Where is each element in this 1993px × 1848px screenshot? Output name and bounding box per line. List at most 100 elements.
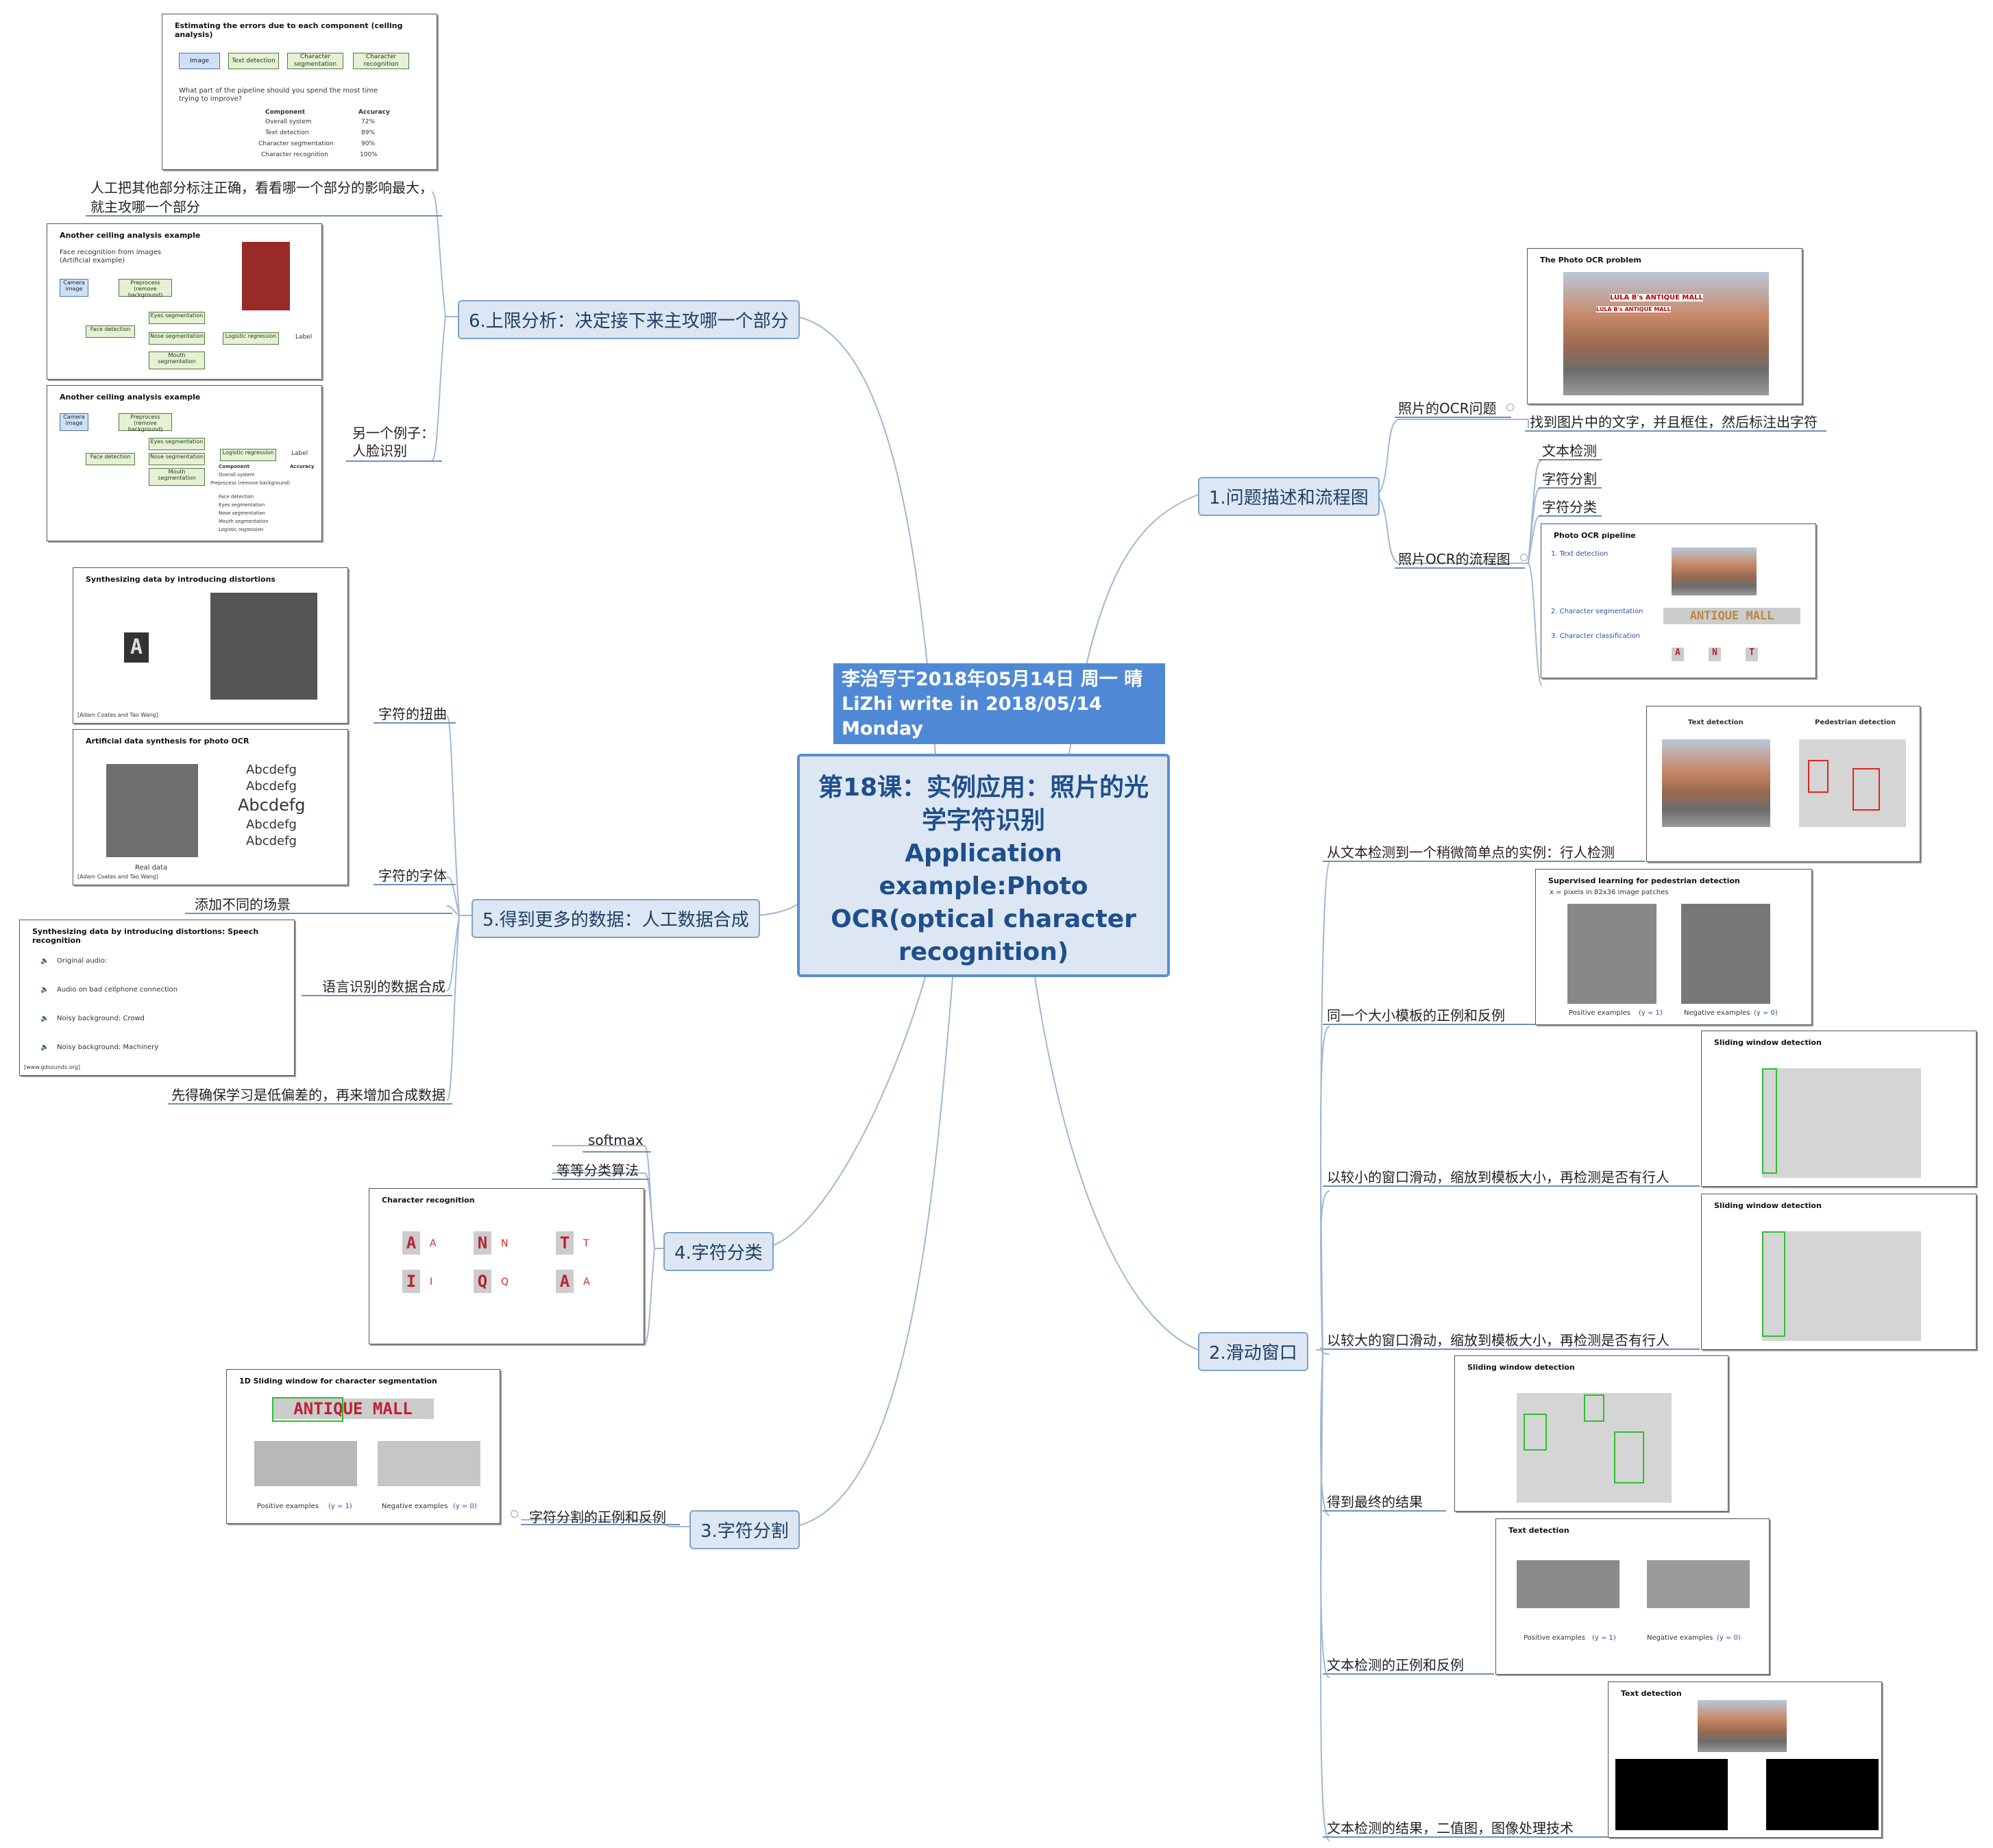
slide-question-1: What part of the pipeline should you spe…: [179, 87, 378, 95]
table-cell: Character recognition: [261, 151, 328, 158]
slide-font-synthesis: Artificial data synthesis for photo OCR …: [73, 729, 348, 885]
face-example-2[interactable]: 人脸识别: [352, 443, 407, 459]
seg-examples[interactable]: 字符分割的正例和反例: [529, 1509, 666, 1525]
collapse-dot[interactable]: [511, 1510, 518, 1518]
pipeline-box: Text detection: [228, 53, 279, 69]
synth-distortion[interactable]: 字符的扭曲: [378, 706, 447, 722]
positive-patches: [1567, 904, 1656, 1004]
topic-artificial-data[interactable]: 5.得到更多的数据：人工数据合成: [472, 899, 760, 938]
table-cell: Text detection: [265, 130, 309, 136]
slide-1d-sliding: 1D Sliding window for character segmenta…: [226, 1369, 500, 1524]
table-col-component: Component: [219, 464, 250, 469]
slide-speech-synthesis: Synthesizing data by introducing distort…: [19, 920, 295, 1076]
ceiling-note-2[interactable]: 就主攻哪一个部分: [90, 199, 200, 215]
slide-sliding-small: Sliding window detection: [1701, 1031, 1977, 1187]
slide-title: Sliding window detection: [1467, 1363, 1575, 1372]
face-example-1[interactable]: 另一个例子：: [352, 425, 435, 441]
step-char-segmentation[interactable]: 字符分割: [1542, 471, 1597, 487]
synth-speech[interactable]: 语言识别的数据合成: [322, 978, 445, 995]
subtopic-pipeline[interactable]: 照片OCR的流程图: [1398, 551, 1511, 567]
slide-credit: [Adam Coates and Tao Wang]: [77, 712, 158, 718]
sw-large-window[interactable]: 以较大的窗口滑动，缩放到模板大小，再检测是否有行人: [1327, 1332, 1670, 1348]
central-topic[interactable]: 第18课：实例应用：照片的光 学字符识别 Application example…: [797, 754, 1170, 977]
slide-subtitle: x = pixels in 82x36 image patches: [1550, 889, 1669, 896]
slide-title-right: Pedestrian detection: [1815, 719, 1896, 726]
window-column: [1762, 1231, 1785, 1337]
table-cell: Nose segmentation: [219, 510, 266, 516]
char-patch: T: [556, 1231, 574, 1255]
face-node: Nose segmentation: [149, 453, 205, 465]
collapse-dot[interactable]: [1520, 554, 1528, 561]
pos-y: (y = 1): [328, 1503, 352, 1510]
table-cell: 89%: [361, 130, 376, 136]
speaker-icon[interactable]: 🔈: [40, 1044, 49, 1051]
char-label: Q: [501, 1277, 509, 1288]
char-label: N: [501, 1238, 509, 1249]
table-cell: Character segmentation: [258, 140, 334, 147]
font-sample: Abcdefg: [246, 817, 297, 832]
plaza-photo: [1762, 1231, 1921, 1341]
speaker-icon[interactable]: 🔈: [40, 957, 49, 965]
slide-title: Text detection: [1508, 1526, 1569, 1535]
note-find-text[interactable]: 找到图片中的文字，并且框住，然后标注出字符: [1530, 414, 1818, 430]
speaker-icon[interactable]: 🔈: [40, 986, 49, 994]
slide-char-recognition: Character recognition A A N N T T I I Q …: [369, 1188, 644, 1344]
ceiling-note-1[interactable]: 人工把其他部分标注正确，看看哪一个部分的影响最大，: [90, 180, 433, 196]
slide-sliding-large: Sliding window detection: [1701, 1194, 1977, 1350]
char-label: A: [430, 1238, 437, 1249]
sw-ped-intro[interactable]: 从文本检测到一个稍微简单点的实例：行人检测: [1327, 844, 1615, 861]
sw-text-examples[interactable]: 文本检测的正例和反例: [1327, 1657, 1464, 1673]
pos-y: (y = 1): [1592, 1634, 1616, 1642]
pipeline-step-2: 2. Character segmentation: [1551, 608, 1643, 615]
font-sample: Abcdefg: [238, 796, 306, 815]
negative-seg-patches: [378, 1441, 480, 1486]
slide-subtitle-2: (Artificial example): [60, 257, 125, 264]
topic-char-classification[interactable]: 4.字符分类: [663, 1232, 774, 1271]
pipeline-box: Character segmentation: [287, 53, 343, 69]
sw-small-window[interactable]: 以较小的窗口滑动，缩放到模板大小，再检测是否有行人: [1327, 1169, 1670, 1185]
table-cell: Overall system: [265, 119, 312, 125]
sign-text-2: LULA B's ANTIQUE MALL: [1596, 306, 1671, 312]
step-text-detection[interactable]: 文本检测: [1542, 443, 1597, 459]
slide-title: Estimating the errors due to each compon…: [175, 21, 403, 39]
face-node: Eyes segmentation: [149, 438, 205, 450]
subtopic-photo-ocr-problem[interactable]: 照片的OCR问题: [1398, 400, 1497, 417]
note-line-2: LiZhi write in 2018/05/14 Monday: [842, 693, 1102, 739]
note-line-1: 李治写于2018年05月14日 周一 晴: [842, 669, 1143, 690]
pipeline-step-1: 1. Text detection: [1551, 550, 1609, 558]
topic-problem-pipeline[interactable]: 1.问题描述和流程图: [1198, 477, 1380, 516]
slide-title: Synthesizing data by introducing distort…: [32, 927, 259, 945]
collapse-dot[interactable]: [1506, 404, 1514, 411]
sign-text-1: LULA B's ANTIQUE MALL: [1610, 294, 1703, 301]
author-note: 李治写于2018年05月14日 周一 晴 LiZhi write in 2018…: [833, 663, 1165, 764]
cls-other[interactable]: 等等分类算法: [557, 1162, 639, 1179]
char-patch: A: [556, 1270, 574, 1293]
pipeline-box: Image: [179, 53, 220, 69]
pos-y: (y = 1): [1639, 1009, 1663, 1017]
step-char-classification[interactable]: 字符分类: [1542, 499, 1597, 515]
sw-template-examples[interactable]: 同一个大小模板的正例和反例: [1327, 1007, 1505, 1024]
char-label: I: [430, 1277, 433, 1288]
synth-low-bias[interactable]: 先得确保学习是低偏差的，再来增加合成数据: [171, 1087, 445, 1103]
face-node: Camera image: [60, 413, 88, 431]
speaker-icon[interactable]: 🔈: [40, 1015, 49, 1022]
topic-sliding-window[interactable]: 2.滑动窗口: [1198, 1332, 1308, 1371]
positive-seg-patches: [254, 1441, 357, 1486]
detection-box: [1614, 1431, 1644, 1483]
synth-fonts[interactable]: 字符的字体: [378, 867, 447, 884]
binary-map-1: [1615, 1759, 1728, 1830]
face-node: Label: [295, 334, 313, 341]
cls-softmax[interactable]: softmax: [588, 1132, 644, 1148]
sw-text-result[interactable]: 文本检测的结果，二值图，图像处理技术: [1327, 1820, 1574, 1836]
central-title-en-3: OCR(optical character: [831, 905, 1136, 933]
topic-ceiling-analysis[interactable]: 6.上限分析：决定接下来主攻哪一个部分: [458, 300, 800, 339]
pipeline-cls-t: T: [1746, 648, 1758, 661]
slide-text-detection-examples: Text detection Positive examples (y = 1)…: [1495, 1518, 1770, 1675]
face-node: Logistic regression: [223, 332, 279, 345]
topic-char-segmentation[interactable]: 3.字符分割: [689, 1510, 800, 1549]
font-sample: Abcdefg: [246, 779, 297, 793]
slide-title: Another ceiling analysis example: [60, 393, 201, 402]
slide-face-ceiling-2: Another ceiling analysis example Camera …: [47, 385, 322, 541]
synth-scenes[interactable]: 添加不同的场景: [195, 896, 291, 913]
sw-final-result[interactable]: 得到最终的结果: [1327, 1494, 1423, 1510]
